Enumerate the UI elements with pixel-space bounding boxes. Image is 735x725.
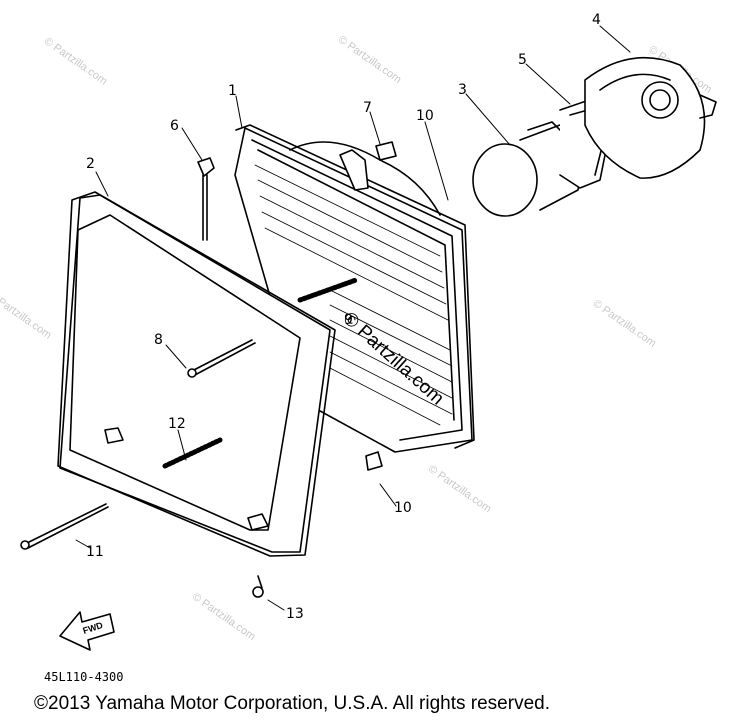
bulb: [472, 121, 586, 217]
watermark-7: © Partzilla.com: [426, 463, 494, 515]
spring-12: [162, 437, 223, 469]
nut-7: [375, 141, 397, 161]
watermark-5: © Partzilla.com: [591, 297, 659, 349]
callout-13: 13: [286, 606, 304, 622]
callout-labels: 1 2 3 4 5 6 7 8 9 10 10 11 12 13: [86, 12, 601, 622]
copyright-notice: ©2013 Yamaha Motor Corporation, U.S.A. A…: [34, 693, 550, 714]
nut-10b: [365, 451, 383, 471]
callout-5: 5: [518, 52, 527, 68]
callout-1: 1: [228, 83, 237, 99]
callout-7: 7: [363, 100, 372, 116]
callout-8: 8: [154, 332, 163, 348]
watermark-8: © Partzilla.com: [190, 591, 258, 643]
callout-2: 2: [86, 156, 95, 172]
callout-4: 4: [592, 12, 601, 28]
screw-6: [197, 157, 215, 241]
callout-9: 9: [344, 312, 353, 328]
screw-8: [187, 339, 256, 378]
watermark-1: © Partzilla.com: [42, 35, 110, 87]
screw-11: [20, 503, 109, 550]
callout-3: 3: [458, 82, 467, 98]
callout-12: 12: [168, 416, 186, 432]
callout-10-top: 10: [416, 108, 434, 124]
watermark-4: © Partzilla.com: [0, 289, 54, 341]
fwd-arrow: [59, 611, 115, 651]
spring-9: [297, 277, 359, 303]
callout-11: 11: [86, 544, 104, 560]
screw-13: [252, 575, 264, 598]
callout-6: 6: [170, 118, 179, 134]
watermark-2: © Partzilla.com: [336, 34, 404, 86]
diagram-part-number: 45L110-4300: [44, 670, 123, 684]
callout-10-bottom: 10: [394, 500, 412, 516]
socket-cover: [584, 56, 717, 179]
